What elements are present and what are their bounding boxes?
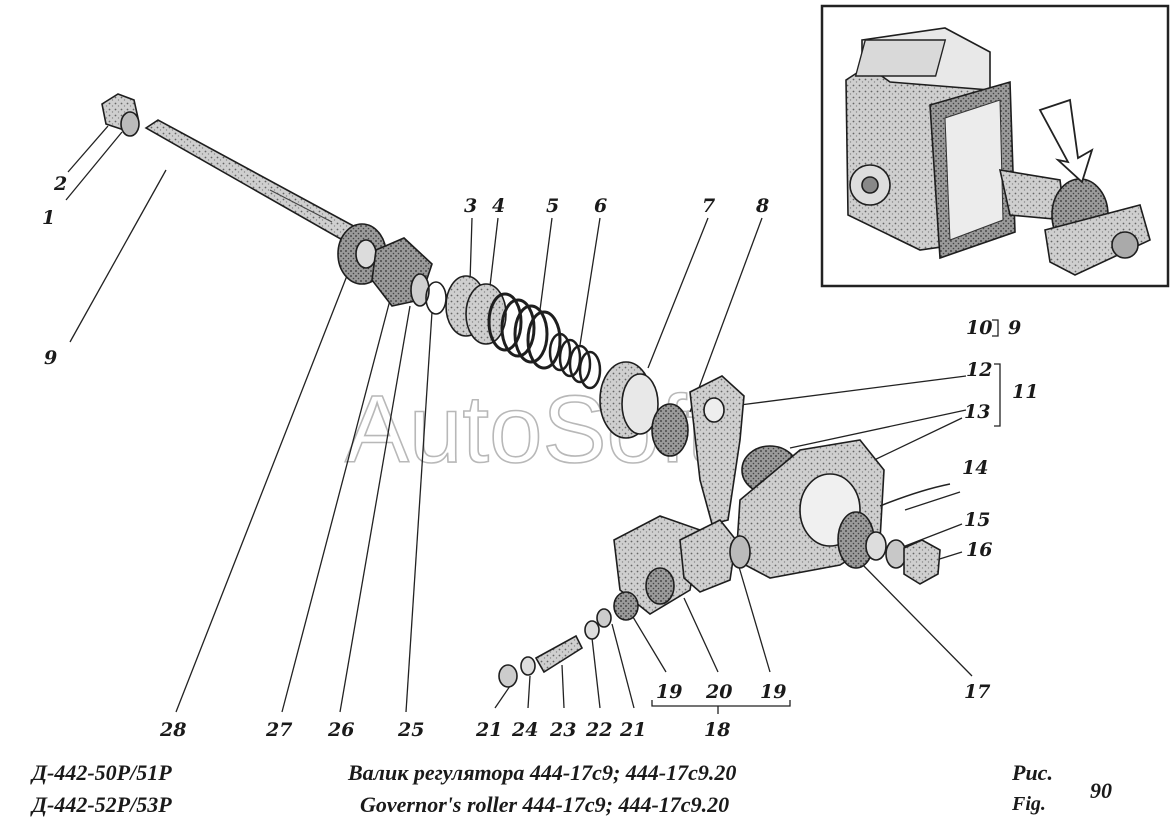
fig-label-ru: Рис.	[1011, 760, 1053, 785]
washer-15	[885, 539, 907, 569]
figure-number: 90	[1090, 778, 1112, 803]
callout-20: 20	[705, 681, 732, 703]
callout-9: 9	[44, 347, 57, 369]
models-line-2: Д-442-52Р/53Р	[30, 792, 172, 817]
bearing-8	[651, 403, 689, 457]
callout-1: 1	[42, 207, 55, 229]
spring-6	[548, 332, 602, 390]
callout-4: 4	[492, 195, 505, 217]
callout-14: 14	[962, 457, 988, 479]
wire-14	[879, 483, 951, 507]
callout-28: 28	[159, 719, 186, 741]
ring-21	[596, 608, 612, 628]
callout-23: 23	[549, 719, 576, 741]
callout-5: 5	[546, 195, 559, 217]
governor-shaft-assembly	[101, 93, 689, 457]
bushing-21-right	[613, 591, 639, 621]
washer-24	[520, 656, 536, 676]
callout-26: 26	[327, 719, 354, 741]
callout-24: 24	[511, 719, 538, 741]
callout-22: 22	[585, 719, 612, 741]
callout-17: 17	[964, 681, 990, 703]
weights-18-assembly	[498, 515, 751, 688]
spring-5	[487, 292, 562, 370]
ring-25	[425, 281, 447, 315]
callout-21-left: 21	[475, 719, 502, 741]
washer-1	[120, 111, 140, 137]
washer-26	[410, 273, 430, 307]
callout-18: 18	[704, 719, 730, 741]
callout-25: 25	[397, 719, 424, 741]
weight-19-left	[613, 515, 701, 615]
pin-23	[534, 634, 584, 674]
washer-4	[465, 283, 507, 345]
callout-13: 13	[964, 401, 990, 423]
roller-shaft-9	[144, 119, 374, 252]
ring-21-left	[498, 664, 518, 688]
callout-8: 8	[755, 195, 769, 217]
callout-2: 2	[53, 173, 67, 195]
callout-19-left: 19	[656, 681, 682, 703]
callout-12: 12	[966, 359, 992, 381]
callout-6: 6	[594, 195, 607, 217]
callout-11: 11	[1012, 381, 1038, 403]
washer-19-right	[729, 535, 751, 569]
figure-title-en: Governor's roller 444-17с9; 444-17с9.20	[360, 792, 729, 817]
figure-title-ru: Валик регулятора 444-17с9; 444-17с9.20	[347, 760, 736, 785]
callout-27: 27	[265, 719, 292, 741]
weight-20	[679, 518, 737, 593]
callout-9-group: 9	[1008, 317, 1021, 339]
callout-15: 15	[964, 509, 990, 531]
nut-16	[903, 539, 941, 585]
callout-19-right: 19	[760, 681, 786, 703]
inset-assembly-view	[820, 4, 1170, 288]
fig-label-en: Fig.	[1011, 793, 1046, 815]
callout-labels: 2 1 9 3 4 5 6 7 8 10 9 12 11 13 14 15 16…	[42, 173, 1038, 741]
washer-22	[584, 620, 600, 640]
arrow-indicator-icon	[1038, 98, 1094, 184]
callout-3: 3	[464, 195, 477, 217]
governor-housing-assembly	[689, 375, 951, 585]
models-line-1: Д-442-50Р/51Р	[30, 760, 172, 785]
callout-16: 16	[966, 539, 992, 561]
callout-21-right: 21	[619, 719, 646, 741]
callout-7: 7	[702, 195, 715, 217]
leader-lines	[65, 125, 1001, 714]
callout-10: 10	[966, 317, 992, 339]
figure-footer: Д-442-50Р/51Р Д-442-52Р/53Р Валик регуля…	[30, 760, 1112, 817]
